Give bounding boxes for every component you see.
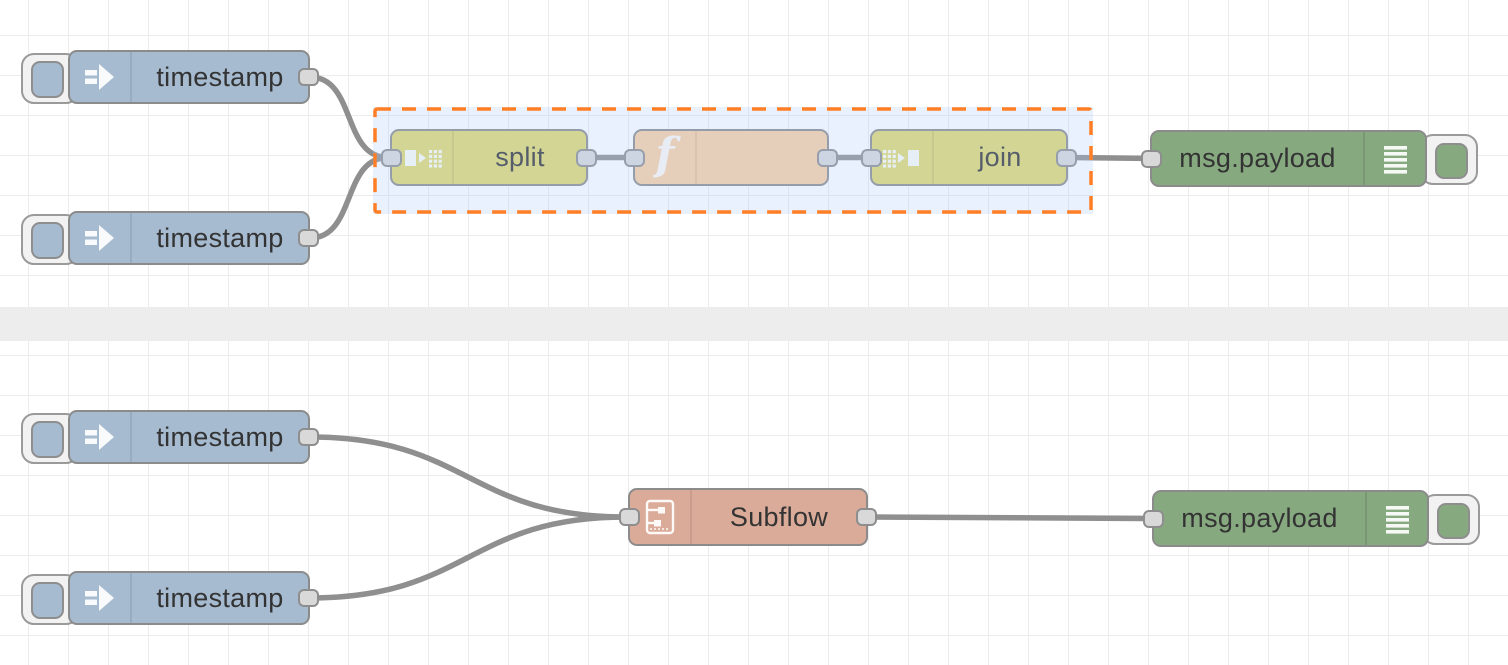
subflow-node[interactable]: Subflow <box>619 488 877 546</box>
output-port[interactable] <box>298 229 319 247</box>
inject-button-inner[interactable] <box>31 222 64 259</box>
wire[interactable] <box>307 74 391 161</box>
node-label: timestamp <box>156 421 284 452</box>
node-label: msg.payload <box>1181 503 1338 533</box>
inject-node[interactable]: timestamp <box>21 410 319 464</box>
input-port[interactable] <box>381 148 402 167</box>
output-port[interactable] <box>817 148 838 167</box>
wire[interactable] <box>307 154 391 241</box>
input-port[interactable] <box>619 508 640 526</box>
inject-arrow-icon <box>70 412 132 462</box>
debug-node[interactable]: msg.payload <box>1141 130 1478 187</box>
wire[interactable] <box>1065 154 1153 162</box>
wire[interactable] <box>307 434 629 520</box>
inject-node[interactable]: timestamp <box>21 571 319 625</box>
debug-toggle-inner[interactable] <box>1437 503 1470 539</box>
debug-icon <box>1363 132 1425 185</box>
wire[interactable] <box>865 514 1155 522</box>
node-label: join <box>978 142 1022 172</box>
join-node[interactable]: join <box>861 129 1077 186</box>
output-port[interactable] <box>298 589 319 607</box>
inject-button-inner[interactable] <box>31 582 64 619</box>
node-label: Subflow <box>729 501 829 532</box>
input-port[interactable] <box>624 148 645 167</box>
output-port[interactable] <box>856 508 877 526</box>
input-port[interactable] <box>861 148 882 167</box>
input-port[interactable] <box>1141 149 1162 168</box>
node-label: timestamp <box>156 582 284 613</box>
wire[interactable] <box>307 514 629 601</box>
debug-toggle-inner[interactable] <box>1435 143 1468 179</box>
node-label: timestamp <box>156 222 284 253</box>
flow-divider-band <box>0 307 1508 341</box>
node-label <box>697 131 827 184</box>
inject-button-inner[interactable] <box>31 61 64 98</box>
debug-node[interactable]: msg.payload <box>1143 490 1480 547</box>
output-port[interactable] <box>1056 148 1077 167</box>
node-label: split <box>495 142 545 172</box>
node-label: timestamp <box>156 61 284 92</box>
node-label: msg.payload <box>1179 143 1336 173</box>
function-glyph: f <box>655 128 675 180</box>
output-port[interactable] <box>298 428 319 446</box>
debug-icon <box>1365 492 1427 545</box>
function-node[interactable]: f <box>624 128 838 186</box>
inject-node[interactable]: timestamp <box>21 211 319 265</box>
inject-arrow-icon <box>70 573 132 623</box>
inject-arrow-icon <box>70 213 132 263</box>
input-port[interactable] <box>1143 509 1164 528</box>
inject-node[interactable]: timestamp <box>21 50 319 104</box>
split-node[interactable]: split <box>381 129 597 186</box>
inject-button-inner[interactable] <box>31 421 64 458</box>
subflow-icon <box>630 490 692 544</box>
output-port[interactable] <box>576 148 597 167</box>
inject-arrow-icon <box>70 52 132 102</box>
output-port[interactable] <box>298 68 319 86</box>
